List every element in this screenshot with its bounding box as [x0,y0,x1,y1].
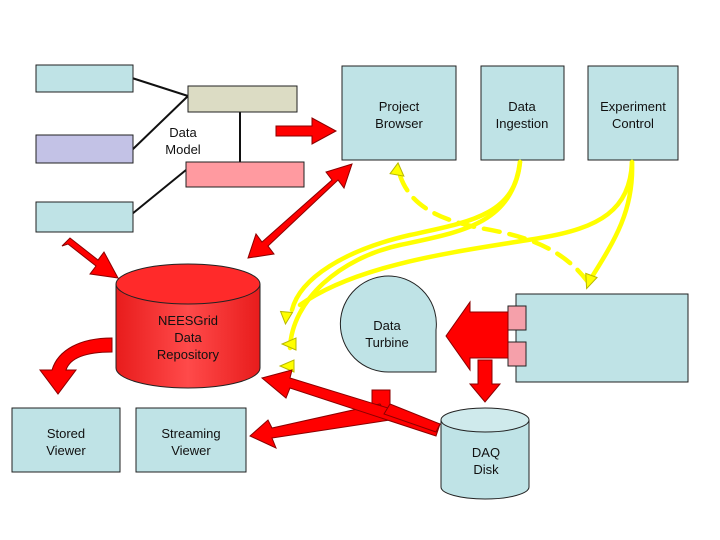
yellow-flow-control-1 [297,159,635,308]
data-turbine-line2: Turbine [365,335,409,350]
streaming-viewer-line2: Viewer [171,443,211,458]
yellow-arrowhead-browser [389,161,405,177]
red-arrow-disk-to-repository [260,369,441,437]
stored-viewer-box [11,407,121,473]
yellow-arrowhead-repo-2 [280,337,297,351]
daq-equipment [507,293,689,383]
tree-edge [131,169,187,215]
red-arrow-model-to-repository [61,237,119,279]
daq-disk-top [440,407,530,433]
red-link-stem-to-disk [383,403,441,433]
yellow-flows [287,159,635,351]
red-arrow-equipment-to-turbine [445,300,509,372]
experiment-control-rect [587,65,679,161]
red-arrow-equipment-to-disk [468,359,502,403]
repository-line1: NEESGrid [158,313,218,328]
yellow-arrowheads [278,161,598,373]
project-browser-line2: Browser [375,116,423,131]
model-box-bottom [35,201,134,233]
data-model-label-line2: Model [165,142,201,157]
red-arrow-model-to-browser [275,117,338,145]
data-turbine-line1: Data [373,318,401,333]
yellow-flow-control-2 [587,159,635,283]
daq-disk: DAQ Disk [440,407,530,500]
data-model-tree: Data Model [35,64,305,233]
repository-line3: Repository [157,347,220,362]
model-box-pink [185,161,305,188]
red-arrow-turbine-to-streaming [249,403,391,449]
streaming-viewer-box [135,407,247,473]
daq-disk-line2: Disk [473,462,499,477]
data-ingestion-line1: Data [508,99,536,114]
stored-viewer-line2: Viewer [46,443,86,458]
data-ingestion-rect [480,65,565,161]
project-browser-line1: Project [379,99,420,114]
daq-port-upper [507,305,527,331]
stored-viewer-line1: Stored [47,426,85,441]
streaming-viewer-line1: Streaming [161,426,220,441]
repository-cylinder: NEESGrid Data Repository [115,263,261,389]
stored-viewer: Stored Viewer [11,407,121,473]
daq-disk-line1: DAQ [472,445,500,460]
experiment-control-line1: Experiment [600,99,666,114]
red-arrow-repository-to-stored [39,337,113,395]
experiment-control-box: Experiment Control [587,65,679,161]
repository-body [115,284,261,389]
yellow-arrowhead-repo-3 [278,359,295,373]
tree-edge [131,95,189,151]
streaming-viewer: Streaming Viewer [135,407,247,473]
model-box-top [35,64,134,93]
daq-disk-body [440,420,530,500]
yellow-arrowhead-repo-1 [279,310,294,326]
data-model-label-line1: Data [169,125,197,140]
red-arrows [39,117,509,449]
yellow-flow-ingestion-2 [287,159,523,351]
experiment-control-line2: Control [612,116,654,131]
project-browser-box: Project Browser [341,65,457,161]
yellow-dashed-flow [395,165,591,285]
model-box-beige [187,85,298,113]
data-ingestion-box: Data Ingestion [480,65,565,161]
tree-edge [131,77,189,97]
data-turbine-shape [339,275,437,373]
repository-top [115,263,261,305]
repository-line2: Data [174,330,202,345]
daq-port-lower [507,341,527,367]
data-turbine: Data Turbine [339,275,437,373]
model-box-middle [35,134,134,164]
data-ingestion-line2: Ingestion [496,116,549,131]
red-arrow-repository-browser [247,163,353,259]
yellow-arrowhead-control [585,272,598,290]
daq-equipment-box [515,293,689,383]
project-browser-rect [341,65,457,161]
